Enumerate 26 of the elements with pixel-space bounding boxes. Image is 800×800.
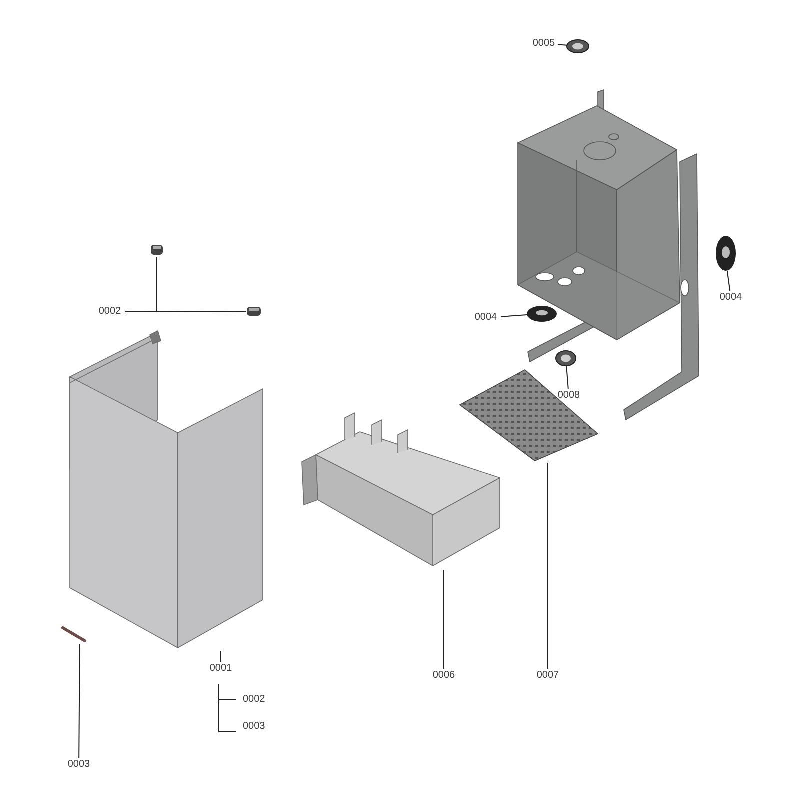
grommet-drawing: [716, 236, 736, 271]
callout-number: 0004: [716, 291, 746, 305]
callout-number: 0005: [530, 37, 558, 51]
grommet-drawing: [556, 351, 576, 366]
leader-line: [500, 314, 528, 318]
callout-number: 0003: [243, 720, 266, 734]
leader-line: [558, 44, 568, 46]
clip-drawing: [150, 243, 164, 257]
grommet-drawing: [527, 306, 557, 322]
leader-line: [220, 650, 222, 662]
leader-line: [78, 644, 80, 758]
clip-drawing: [246, 305, 262, 318]
front-casing-drawing: [68, 333, 265, 651]
callout-number: 0007: [533, 669, 563, 683]
leader-line: [566, 366, 569, 390]
leader-line: [124, 311, 246, 312]
perforated-plate-drawing: [458, 368, 600, 463]
callout-number: 0006: [429, 669, 459, 683]
callout-number: 0003: [64, 758, 94, 772]
callout-number: 0001: [206, 662, 236, 676]
callout-number: 0002: [95, 305, 125, 319]
callout-number: 0002: [243, 693, 266, 707]
callout-number: 0008: [554, 389, 584, 403]
gasket-ring-drawing: [567, 40, 589, 53]
leader-line: [726, 270, 731, 292]
callout-number: 0004: [471, 311, 501, 325]
